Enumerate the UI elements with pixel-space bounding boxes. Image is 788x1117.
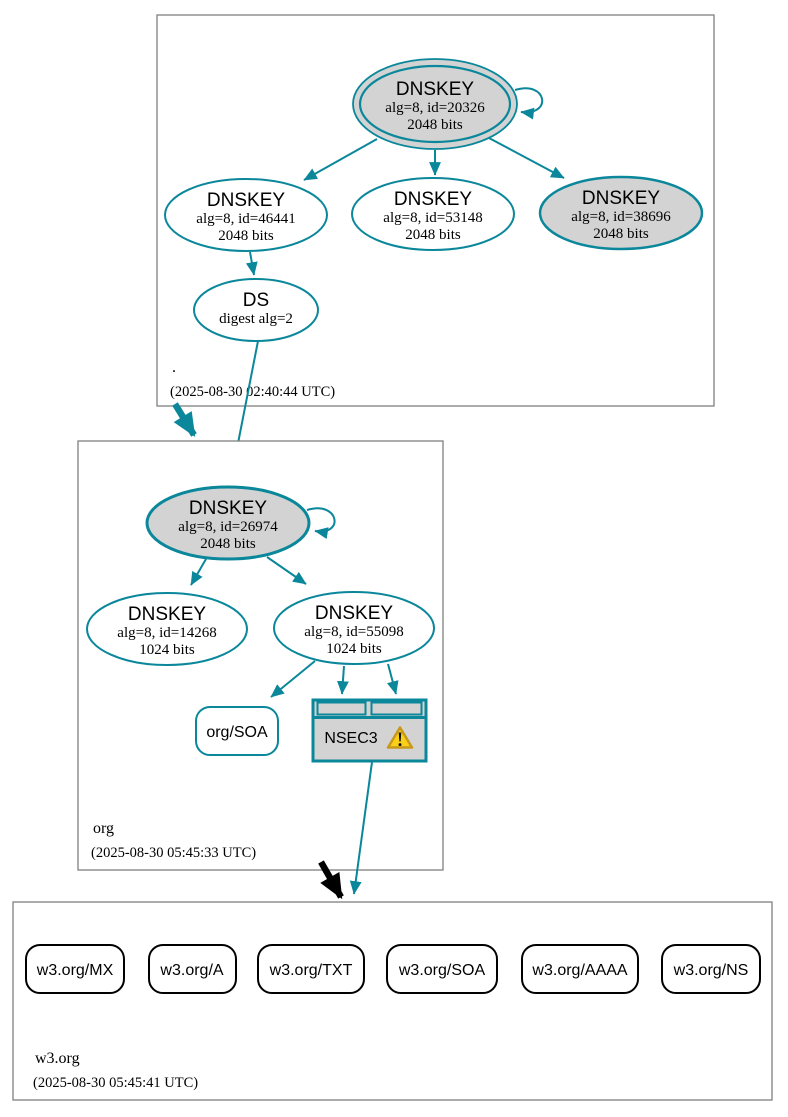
edge-zsk55098-to-nsec3-left: [336, 665, 349, 695]
node-title: DNSKEY: [396, 79, 474, 100]
node-detail-1: alg=8, id=46441: [196, 211, 295, 227]
node-detail-2: 1024 bits: [139, 642, 195, 658]
node-label: org/SOA: [206, 724, 268, 741]
node-label: w3.org/NS: [673, 962, 749, 979]
node-detail-1: alg=8, id=55098: [304, 624, 403, 640]
node-title: DNSKEY: [394, 189, 472, 210]
zone-label-w3org: w3.org: [35, 1050, 80, 1067]
node-label: NSEC3: [324, 730, 377, 747]
edge-zsk46441-to-ds: [245, 251, 258, 276]
node-label: w3.org/MX: [36, 962, 114, 979]
node-detail-2: 1024 bits: [326, 641, 382, 657]
node-title: DNSKEY: [207, 190, 285, 211]
node-org-dnskey-14268[interactable]: DNSKEY alg=8, id=14268 1024 bits: [86, 592, 248, 666]
edge-zsk55098-to-soa: [270, 660, 316, 698]
nsec3-rrsig-cell-right: [370, 701, 423, 716]
nsec3-rrsig-cell-left: [316, 701, 367, 716]
zone-timestamp-org: (2025-08-30 05:45:33 UTC): [91, 845, 256, 861]
node-rrset-w3org-ns[interactable]: w3.org/NS: [661, 944, 761, 994]
node-rrset-w3org-a[interactable]: w3.org/A: [148, 944, 237, 994]
node-rrset-w3org-mx[interactable]: w3.org/MX: [25, 944, 125, 994]
zone-w3org: w3.org (2025-08-30 05:45:41 UTC) w3.org/…: [12, 901, 773, 1101]
node-rrset-w3org-soa[interactable]: w3.org/SOA: [386, 944, 498, 994]
node-org-nsec3[interactable]: NSEC3: [311, 698, 428, 763]
node-detail-2: 2048 bits: [405, 227, 461, 243]
node-detail-2: 2048 bits: [593, 226, 649, 242]
node-title: DNSKEY: [315, 603, 393, 624]
node-rrset-w3org-aaaa[interactable]: w3.org/AAAA: [521, 944, 639, 994]
edge-secure-delegation-root-to-org: [172, 402, 197, 438]
node-detail-2: 2048 bits: [407, 117, 463, 133]
node-root-ksk-dnskey-20326[interactable]: DNSKEY alg=8, id=20326 2048 bits: [352, 58, 518, 150]
node-org-dnskey-55098[interactable]: DNSKEY alg=8, id=55098 1024 bits: [273, 591, 435, 665]
edge-insecure-delegation-org-to-w3org: [318, 860, 344, 900]
node-rrset-w3org-txt[interactable]: w3.org/TXT: [257, 944, 365, 994]
zone-timestamp-root: (2025-08-30 02:40:44 UTC): [170, 384, 335, 400]
edge-org-ksk-self-loop-icon: [306, 507, 336, 539]
edge-nsec3-to-w3org: [349, 761, 373, 895]
node-detail-2: 2048 bits: [218, 228, 274, 244]
zone-label-org: org: [93, 820, 114, 837]
node-title: DS: [243, 290, 269, 311]
node-detail-1: digest alg=2: [219, 311, 293, 327]
node-root-ds[interactable]: DS digest alg=2: [193, 278, 319, 342]
node-label: w3.org/A: [159, 962, 223, 979]
node-org-ksk-dnskey-26974[interactable]: DNSKEY alg=8, id=26974 2048 bits: [145, 485, 311, 561]
zone-root: . (2025-08-30 02:40:44 UTC) DNSKEY alg=8…: [156, 14, 715, 407]
edge-zsk55098-to-nsec3-right: [386, 663, 399, 695]
node-detail-2: 2048 bits: [200, 536, 256, 552]
zone-timestamp-w3org: (2025-08-30 05:45:41 UTC): [33, 1075, 198, 1091]
node-title: DNSKEY: [582, 188, 660, 209]
node-detail-1: alg=8, id=14268: [117, 625, 216, 641]
node-label: w3.org/TXT: [269, 962, 353, 979]
node-root-dnskey-46441[interactable]: DNSKEY alg=8, id=46441 2048 bits: [164, 178, 328, 252]
node-detail-1: alg=8, id=38696: [571, 209, 671, 225]
edge-ksk-to-zsk46441: [303, 138, 378, 181]
edge-org-ksk-to-zsk55098: [266, 556, 307, 585]
node-org-soa[interactable]: org/SOA: [195, 706, 279, 756]
edge-ksk-self-loop-icon: [514, 87, 544, 120]
edge-ksk-to-zsk38696: [488, 137, 565, 179]
node-detail-1: alg=8, id=53148: [383, 210, 482, 226]
node-label: w3.org/SOA: [398, 962, 486, 979]
zone-label-root: .: [172, 359, 176, 376]
edge-org-ksk-to-zsk14268: [190, 558, 207, 586]
node-root-dnskey-38696[interactable]: DNSKEY alg=8, id=38696 2048 bits: [538, 175, 704, 251]
node-detail-1: alg=8, id=20326: [385, 100, 485, 116]
zone-box-w3org: [12, 901, 773, 1101]
zone-org: org (2025-08-30 05:45:33 UTC) DNSKEY alg…: [77, 440, 444, 871]
node-detail-1: alg=8, id=26974: [178, 519, 278, 535]
warning-icon: [386, 726, 414, 749]
node-title: DNSKEY: [189, 498, 267, 519]
node-label: w3.org/AAAA: [531, 962, 627, 979]
node-root-dnskey-53148[interactable]: DNSKEY alg=8, id=53148 2048 bits: [351, 177, 515, 251]
node-title: DNSKEY: [128, 604, 206, 625]
